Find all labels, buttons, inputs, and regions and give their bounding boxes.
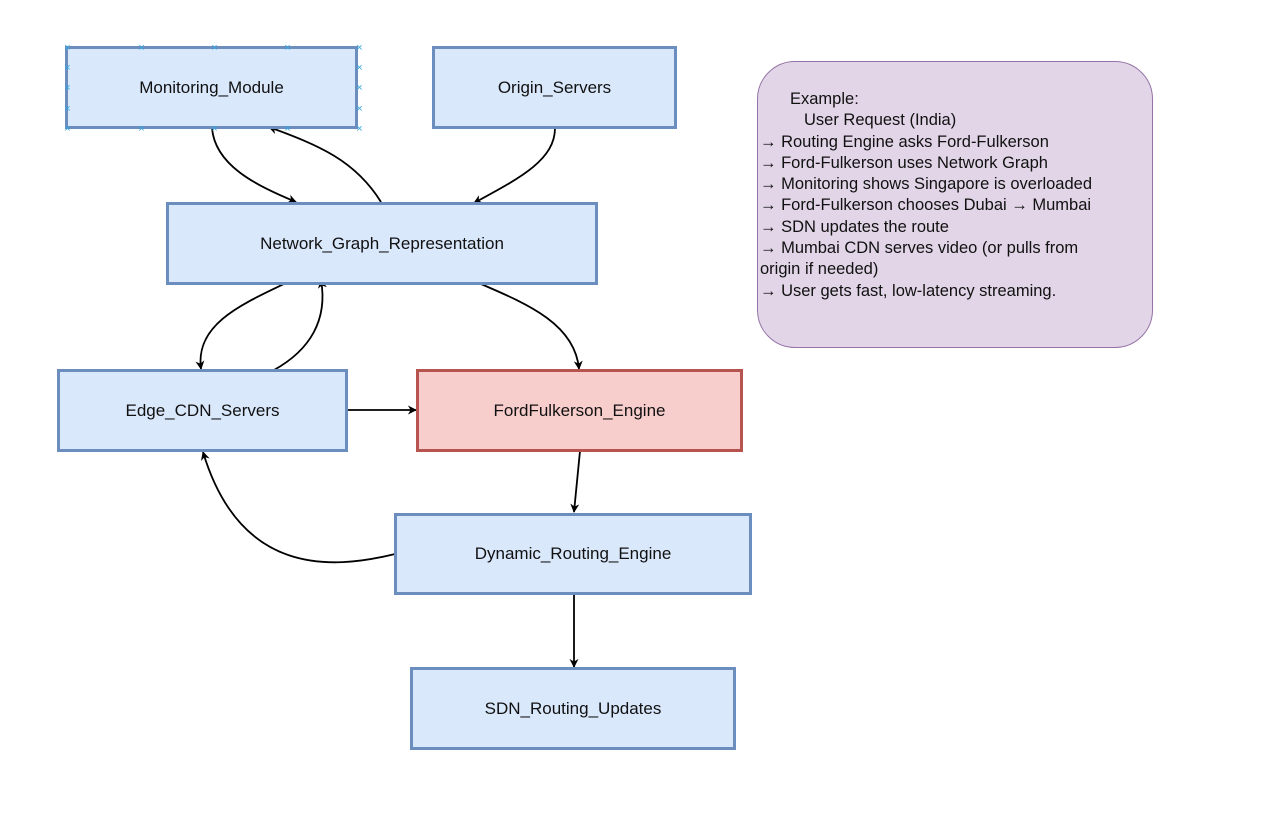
selection-handle-icon[interactable]: ×	[64, 82, 71, 94]
selection-handle-icon[interactable]: ×	[138, 123, 145, 135]
note-line: → Ford-Fulkerson chooses Dubai → Mumbai	[760, 196, 1092, 215]
edge-graph-to-ford[interactable]	[480, 283, 583, 370]
node-fordfulkerson-engine[interactable]: FordFulkerson_Engine	[416, 369, 743, 452]
node-network-graph-representation[interactable]: Network_Graph_Representation	[166, 202, 598, 285]
node-dynamic-routing-engine[interactable]: Dynamic_Routing_Engine	[394, 513, 752, 595]
note-line: → Monitoring shows Singapore is overload…	[760, 175, 1093, 194]
selection-handle-icon[interactable]: ×	[356, 82, 363, 94]
note-line: → User gets fast, low-latency streaming.	[760, 281, 1057, 300]
selection-handle-icon[interactable]: ×	[64, 62, 71, 74]
note-line: User Request (India)	[804, 111, 957, 130]
node-label: Origin_Servers	[497, 77, 612, 97]
node-label: FordFulkerson_Engine	[493, 400, 666, 420]
edge-edgecdn-to-graph[interactable]	[273, 279, 327, 371]
edge-ford-to-dynamic[interactable]	[570, 450, 581, 513]
note-line: → SDN updates the route	[760, 217, 949, 236]
node-label: Dynamic_Routing_Engine	[474, 544, 672, 563]
selection-handle-icon[interactable]: ×	[356, 62, 363, 74]
selection-handle-icon[interactable]: ×	[138, 42, 145, 54]
note-line: → Ford-Fulkerson uses Network Graph	[760, 153, 1048, 172]
edge-monitoring-to-graph[interactable]	[211, 127, 297, 204]
selection-handle-icon[interactable]: ×	[64, 42, 71, 54]
node-label: Monitoring_Module	[139, 77, 284, 97]
selection-handle-icon[interactable]: ×	[211, 42, 218, 54]
example-note[interactable]: Example: User Request (India) → Routing …	[757, 61, 1153, 348]
edge-dynamic-to-edgecdn[interactable]	[201, 451, 396, 564]
note-line: → Routing Engine asks Ford-Fulkerson	[760, 132, 1049, 151]
node-sdn-routing-updates[interactable]: SDN_Routing_Updates	[410, 667, 736, 750]
node-edge-cdn-servers[interactable]: Edge_CDN_Servers	[57, 369, 348, 452]
edge-graph-to-monitoring[interactable]	[268, 125, 382, 203]
node-label: Network_Graph_Representation	[260, 233, 504, 253]
note-line: origin if needed)	[760, 260, 879, 279]
selection-handle-icon[interactable]: ×	[356, 103, 363, 115]
edge-graph-to-edgecdn[interactable]	[195, 283, 285, 370]
note-line: Example:	[790, 90, 859, 108]
node-label: SDN_Routing_Updates	[484, 698, 662, 718]
selection-handle-icon[interactable]: ×	[211, 123, 218, 135]
selection-handle-icon[interactable]: ×	[64, 103, 71, 115]
selection-handle-icon[interactable]: ×	[356, 42, 363, 54]
node-label: Edge_CDN_Servers	[125, 400, 280, 420]
selection-handle-icon[interactable]: ×	[284, 123, 291, 135]
node-origin-servers[interactable]: Origin_Servers	[432, 46, 677, 129]
note-line: → Mumbai CDN serves video (or pulls from	[760, 239, 1079, 258]
selection-handle-icon[interactable]: ×	[356, 123, 363, 135]
selection-handle-icon[interactable]: ×	[284, 42, 291, 54]
selection-handle-icon[interactable]: ×	[64, 123, 71, 135]
node-monitoring-module[interactable]: Monitoring_Module × × × × × × × × × × × …	[64, 42, 362, 135]
edge-origin-to-graph[interactable]	[473, 127, 556, 204]
